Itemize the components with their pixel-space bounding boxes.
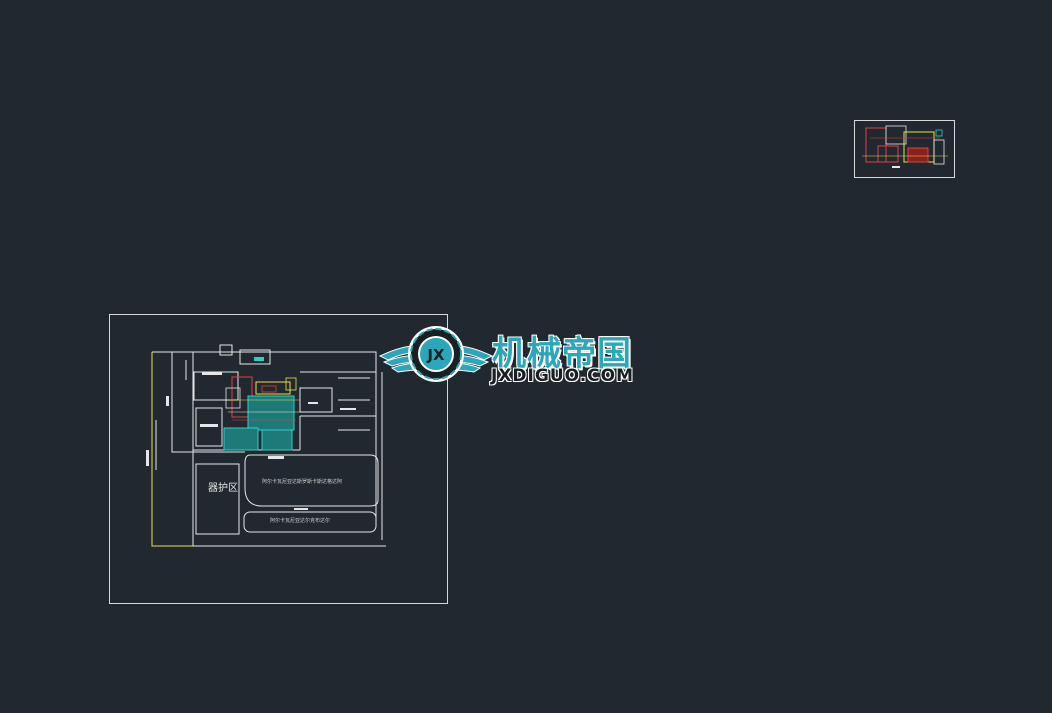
boundary-line-yellow [151,352,193,547]
watermark-emblem-letters: JX [426,346,445,364]
building-detail-cluster [146,357,356,510]
watermark-emblem [378,326,494,382]
road-label-upper: 阿尔卡瓦尼亚达斯罗斯卡斯达格达阿 [262,479,343,485]
watermark-brand-cn: 机械帝国 [492,334,632,374]
site-outline [152,344,386,547]
road-label-lower: 阿尔卡瓦尼亚达尔克布达尔 [270,518,331,524]
drawing-sheet-frame[interactable] [109,314,448,604]
thumbnail-detail-drawing [862,125,948,168]
watermark-brand-en: JXDIGUO.COM [491,366,635,386]
zone-label: 器护区 [208,483,238,494]
thumbnail-sheet-frame[interactable] [854,120,955,178]
